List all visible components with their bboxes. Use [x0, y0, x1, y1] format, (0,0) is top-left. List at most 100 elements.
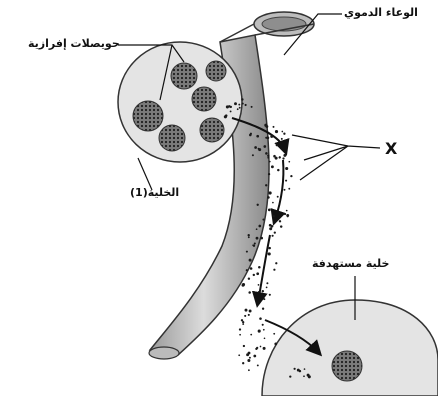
hormone-particle — [269, 227, 272, 230]
hormone-particle — [303, 375, 305, 377]
hormone-particle — [307, 374, 310, 377]
hormone-particle — [260, 237, 263, 240]
hormone-particle — [257, 364, 259, 366]
hormone-particle — [263, 347, 266, 350]
hormone-particle — [270, 135, 273, 138]
hormone-particle — [284, 189, 286, 191]
hormone-particle — [254, 146, 257, 149]
hormone-particle — [245, 309, 248, 312]
hormone-particle — [284, 213, 286, 215]
secretory-vesicle — [206, 61, 226, 81]
hormone-particle — [265, 137, 267, 139]
hormone-particle — [238, 354, 240, 356]
hormone-particle — [241, 98, 243, 100]
hormone-particle — [273, 333, 275, 335]
vesicles-label: حويصلات إفرازية — [28, 37, 120, 50]
hormone-particle — [263, 329, 265, 331]
hormone-particle — [285, 180, 287, 182]
hormone-particle — [252, 244, 254, 246]
hormone-particle — [248, 369, 250, 371]
hormone-particle — [258, 148, 261, 151]
hormone-particle — [265, 125, 268, 128]
hormone-particle — [304, 368, 306, 370]
hormone-particle — [273, 215, 275, 217]
secretory-vesicle — [171, 63, 197, 89]
hormone-particle — [277, 169, 279, 171]
hormone-particle — [269, 224, 272, 227]
hormone-particle — [249, 134, 252, 137]
hormone-particle — [256, 228, 258, 230]
target-cell-label: خلية مستهدفة — [312, 257, 389, 270]
hormone-particle — [258, 291, 260, 293]
hormone-particle — [256, 135, 259, 138]
hormone-particle — [228, 105, 230, 107]
hormone-particle — [267, 196, 270, 199]
hormone-particle — [256, 237, 259, 240]
secretory-vesicle — [133, 101, 163, 131]
hormone-particle — [273, 126, 275, 128]
hormone-particle — [256, 272, 259, 275]
hormone-particle — [263, 298, 265, 300]
x-label: X — [385, 139, 397, 158]
hormone-particle — [239, 328, 241, 330]
hormone-particle — [245, 104, 247, 106]
secretory-vesicle — [200, 118, 224, 142]
hormone-particle — [253, 274, 255, 276]
target-cell — [262, 300, 438, 396]
hormone-particle — [281, 138, 283, 140]
hormone-particle — [249, 259, 252, 262]
hormone-particle — [253, 355, 256, 358]
hormone-particle — [256, 347, 258, 349]
hormone-particle — [267, 155, 269, 157]
hormone-particle — [248, 291, 251, 294]
hormone-particle — [242, 103, 244, 105]
hormone-particle — [287, 215, 289, 217]
down-arrow-1 — [275, 160, 283, 220]
hormone-particle — [249, 357, 251, 359]
hormone-particle — [238, 104, 240, 106]
hormone-particle — [252, 154, 254, 156]
target-cell-nucleus — [332, 351, 362, 381]
hormone-particle — [262, 324, 264, 326]
hormone-particle — [289, 375, 291, 377]
hormone-particle — [293, 368, 295, 370]
blood-vessel-label: الوعاء الدموي — [344, 6, 418, 19]
hormone-particle — [239, 107, 241, 109]
hormone-particle — [246, 251, 248, 253]
hormone-particle — [246, 269, 248, 271]
hormone-particle — [247, 359, 250, 362]
hormone-particle — [263, 145, 266, 148]
hormone-particle — [251, 106, 253, 108]
hormone-particle — [268, 247, 270, 249]
hormone-particle — [275, 130, 278, 133]
hormone-particle — [264, 337, 266, 339]
hormone-particle — [257, 204, 259, 206]
hormone-particle — [283, 154, 286, 157]
hormone-particle — [276, 144, 278, 146]
hormone-particle — [274, 231, 276, 233]
hormone-particle — [285, 167, 288, 170]
hormone-particle — [288, 161, 290, 163]
hormone-particle — [250, 267, 253, 270]
hormone-particle — [248, 277, 250, 279]
hormone-particle — [248, 352, 251, 355]
hormone-particle — [260, 346, 262, 348]
secretory-vesicle — [159, 125, 185, 151]
hormone-particle — [234, 102, 237, 105]
hormone-particle — [269, 191, 272, 194]
hormone-particle — [243, 345, 245, 347]
hormone-particle — [277, 196, 279, 198]
down-arrow-2 — [258, 235, 270, 302]
hormone-particle — [258, 284, 260, 286]
hormone-particle — [241, 319, 243, 321]
hormone-particle — [265, 152, 268, 155]
hormone-particle — [282, 157, 284, 159]
hormone-particle — [242, 283, 245, 286]
hormone-particle — [258, 225, 261, 228]
hormone-particle — [288, 188, 290, 190]
hormone-particle — [268, 209, 271, 212]
hormone-particle — [273, 269, 275, 271]
hormone-particle — [283, 133, 285, 135]
hormone-particle — [290, 175, 292, 177]
